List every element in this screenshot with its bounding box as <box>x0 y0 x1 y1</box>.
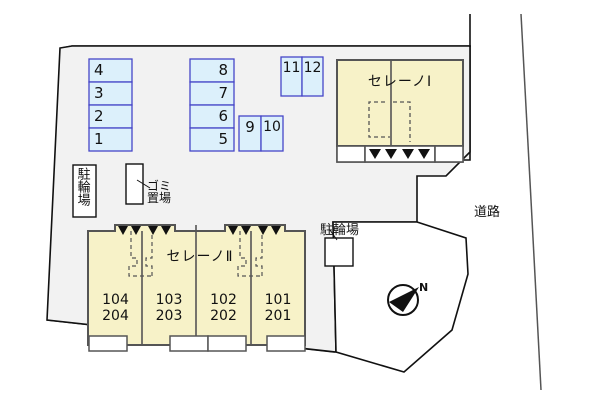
road-label: 道路 <box>474 205 501 220</box>
sereno-2-entry-arrow-1 <box>118 226 128 235</box>
parking-stall-label-3: 3 <box>94 84 104 102</box>
parking-stall-label-5: 5 <box>218 130 228 148</box>
building-sereno-2[interactable] <box>87 224 306 352</box>
parking-stall-label-11: 11 <box>282 60 301 76</box>
garbage-area-label: ゴミ 置場 <box>147 179 172 205</box>
sereno-2-balcony-103 <box>169 335 209 352</box>
unit-label-202: 202 <box>210 308 237 324</box>
sereno-2-entry-arrow-7 <box>258 226 268 235</box>
garbage-area-leader <box>136 179 151 189</box>
unit-label-204: 204 <box>102 308 129 324</box>
unit-label-101: 101 <box>264 292 292 308</box>
sereno-2-stair-c <box>237 231 262 277</box>
sereno-1-balcony-left <box>336 145 366 163</box>
sereno-1-entry-arrow-1 <box>369 149 381 159</box>
road-edge-outer <box>520 13 532 201</box>
bicycle-parking-mid-leader <box>329 229 338 241</box>
bicycle-parking-left-label: 駐輪場 <box>74 167 90 206</box>
parking-stall-label-2: 2 <box>94 107 104 125</box>
parking-group-upper[interactable] <box>280 56 324 97</box>
sereno-1-stair-right <box>393 101 411 142</box>
sereno-1-balcony-right <box>434 145 464 163</box>
sereno-2-balcony-104 <box>88 335 128 352</box>
road-edge-outer-2 <box>530 199 542 391</box>
sereno-1-body <box>336 59 464 147</box>
unit-label-104: 104 <box>102 292 129 308</box>
parking-stall-label-9: 9 <box>245 118 255 136</box>
sereno-2-entry-arrow-4 <box>161 226 171 235</box>
sereno-2-stair-b <box>145 231 153 276</box>
sereno-2-balcony-101 <box>266 335 306 352</box>
sereno-2-entry-arrow-5 <box>228 226 238 235</box>
parking-group-mid[interactable] <box>189 58 235 152</box>
sereno-2-stair-d <box>255 231 263 276</box>
compass-north-label: N <box>419 281 429 294</box>
sereno-2-entry-arrow-3 <box>148 226 158 235</box>
building-name-sereno-2: セレーノⅡ <box>166 249 234 265</box>
unit-label-203: 203 <box>155 308 183 324</box>
parking-stall-label-7: 7 <box>218 84 228 102</box>
parking-stall-label-12: 12 <box>303 60 322 76</box>
sereno-2-entry-arrow-6 <box>241 226 251 235</box>
parking-stall-label-1: 1 <box>94 130 104 148</box>
bicycle-parking-left-box[interactable] <box>72 164 97 218</box>
parking-stall-12[interactable] <box>301 56 324 97</box>
parking-stall-label-4: 4 <box>94 61 104 79</box>
sereno-1-entry-arrow-4 <box>418 149 430 159</box>
sereno-2-stair-a <box>128 231 152 277</box>
garbage-area-box[interactable] <box>125 163 144 205</box>
compass-needle <box>389 287 419 312</box>
unit-label-201: 201 <box>264 308 292 324</box>
unit-label-103: 103 <box>155 292 183 308</box>
parking-stall-10[interactable] <box>260 115 284 152</box>
sereno-2-entry-arrow-8 <box>271 226 281 235</box>
building-sereno-1[interactable] <box>336 59 464 163</box>
bicycle-parking-mid-label: 駐輪場 <box>320 223 360 238</box>
bicycle-parking-mid-box[interactable] <box>324 237 354 267</box>
sereno-2-entry-arrow-2 <box>131 226 141 235</box>
parking-group-small[interactable] <box>238 115 284 152</box>
sereno-2-balcony-102 <box>207 335 247 352</box>
parking-stall-1[interactable] <box>88 127 133 152</box>
building-name-sereno-1: セレーノⅠ <box>367 74 433 90</box>
sereno-1-entry-arrow-3 <box>402 149 414 159</box>
unit-label-102: 102 <box>210 292 237 308</box>
parking-group-left[interactable] <box>88 58 133 152</box>
compass-rose <box>387 284 419 316</box>
parking-stall-label-6: 6 <box>218 107 228 125</box>
parking-stall-label-8: 8 <box>218 61 228 79</box>
parking-stall-5[interactable] <box>189 127 235 152</box>
sereno-1-entry-arrow-2 <box>385 149 397 159</box>
sereno-1-stair-left <box>368 101 390 138</box>
parking-stall-label-10: 10 <box>263 119 281 135</box>
